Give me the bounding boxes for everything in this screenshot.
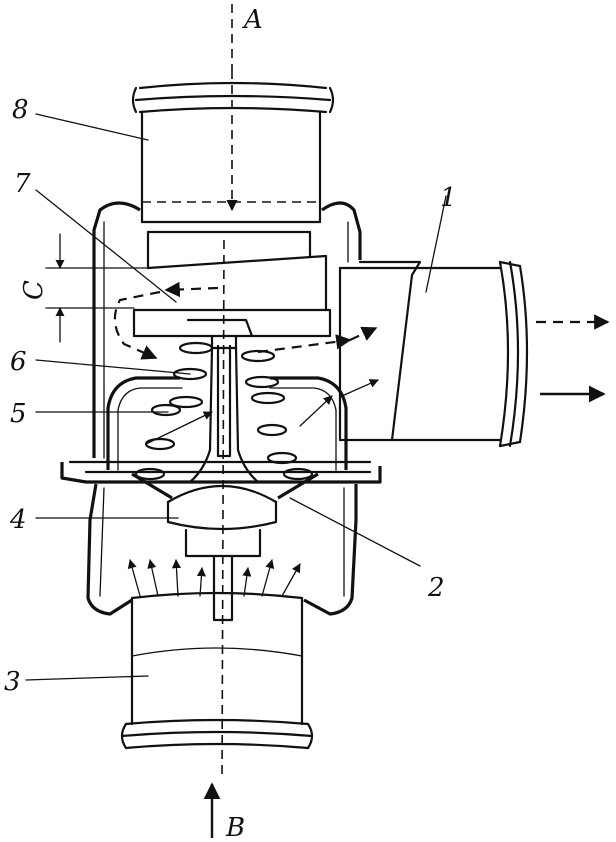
right-spring — [240, 349, 314, 481]
label-2: 2 — [427, 573, 445, 603]
main-valve — [131, 344, 319, 622]
part-labels: 8 7 6 5 4 3 1 2 A B C — [4, 5, 457, 842]
label-8: 8 — [12, 95, 29, 125]
label-1: 1 — [440, 183, 457, 213]
lower-inlet-pipe — [120, 591, 314, 750]
leader-lines — [25, 113, 447, 681]
gap-c-dimension — [45, 233, 149, 343]
bypass-outlet-pipe — [338, 260, 529, 448]
label-flow-b: B — [225, 813, 245, 842]
thermal-element — [106, 341, 348, 481]
label-flow-a: A — [242, 5, 263, 35]
label-5: 5 — [10, 399, 27, 429]
bypass-valve — [132, 254, 332, 350]
label-4: 4 — [9, 505, 27, 535]
label-gap-c: C — [19, 280, 49, 300]
thermostat-housing — [60, 201, 382, 616]
flow-direction-markers — [203, 4, 610, 838]
label-7: 7 — [14, 169, 31, 199]
coolant-flow-arrows — [113, 281, 379, 597]
left-spring — [134, 341, 214, 481]
label-6: 6 — [10, 347, 27, 377]
label-3: 3 — [4, 667, 21, 697]
upper-pipe — [131, 81, 335, 270]
